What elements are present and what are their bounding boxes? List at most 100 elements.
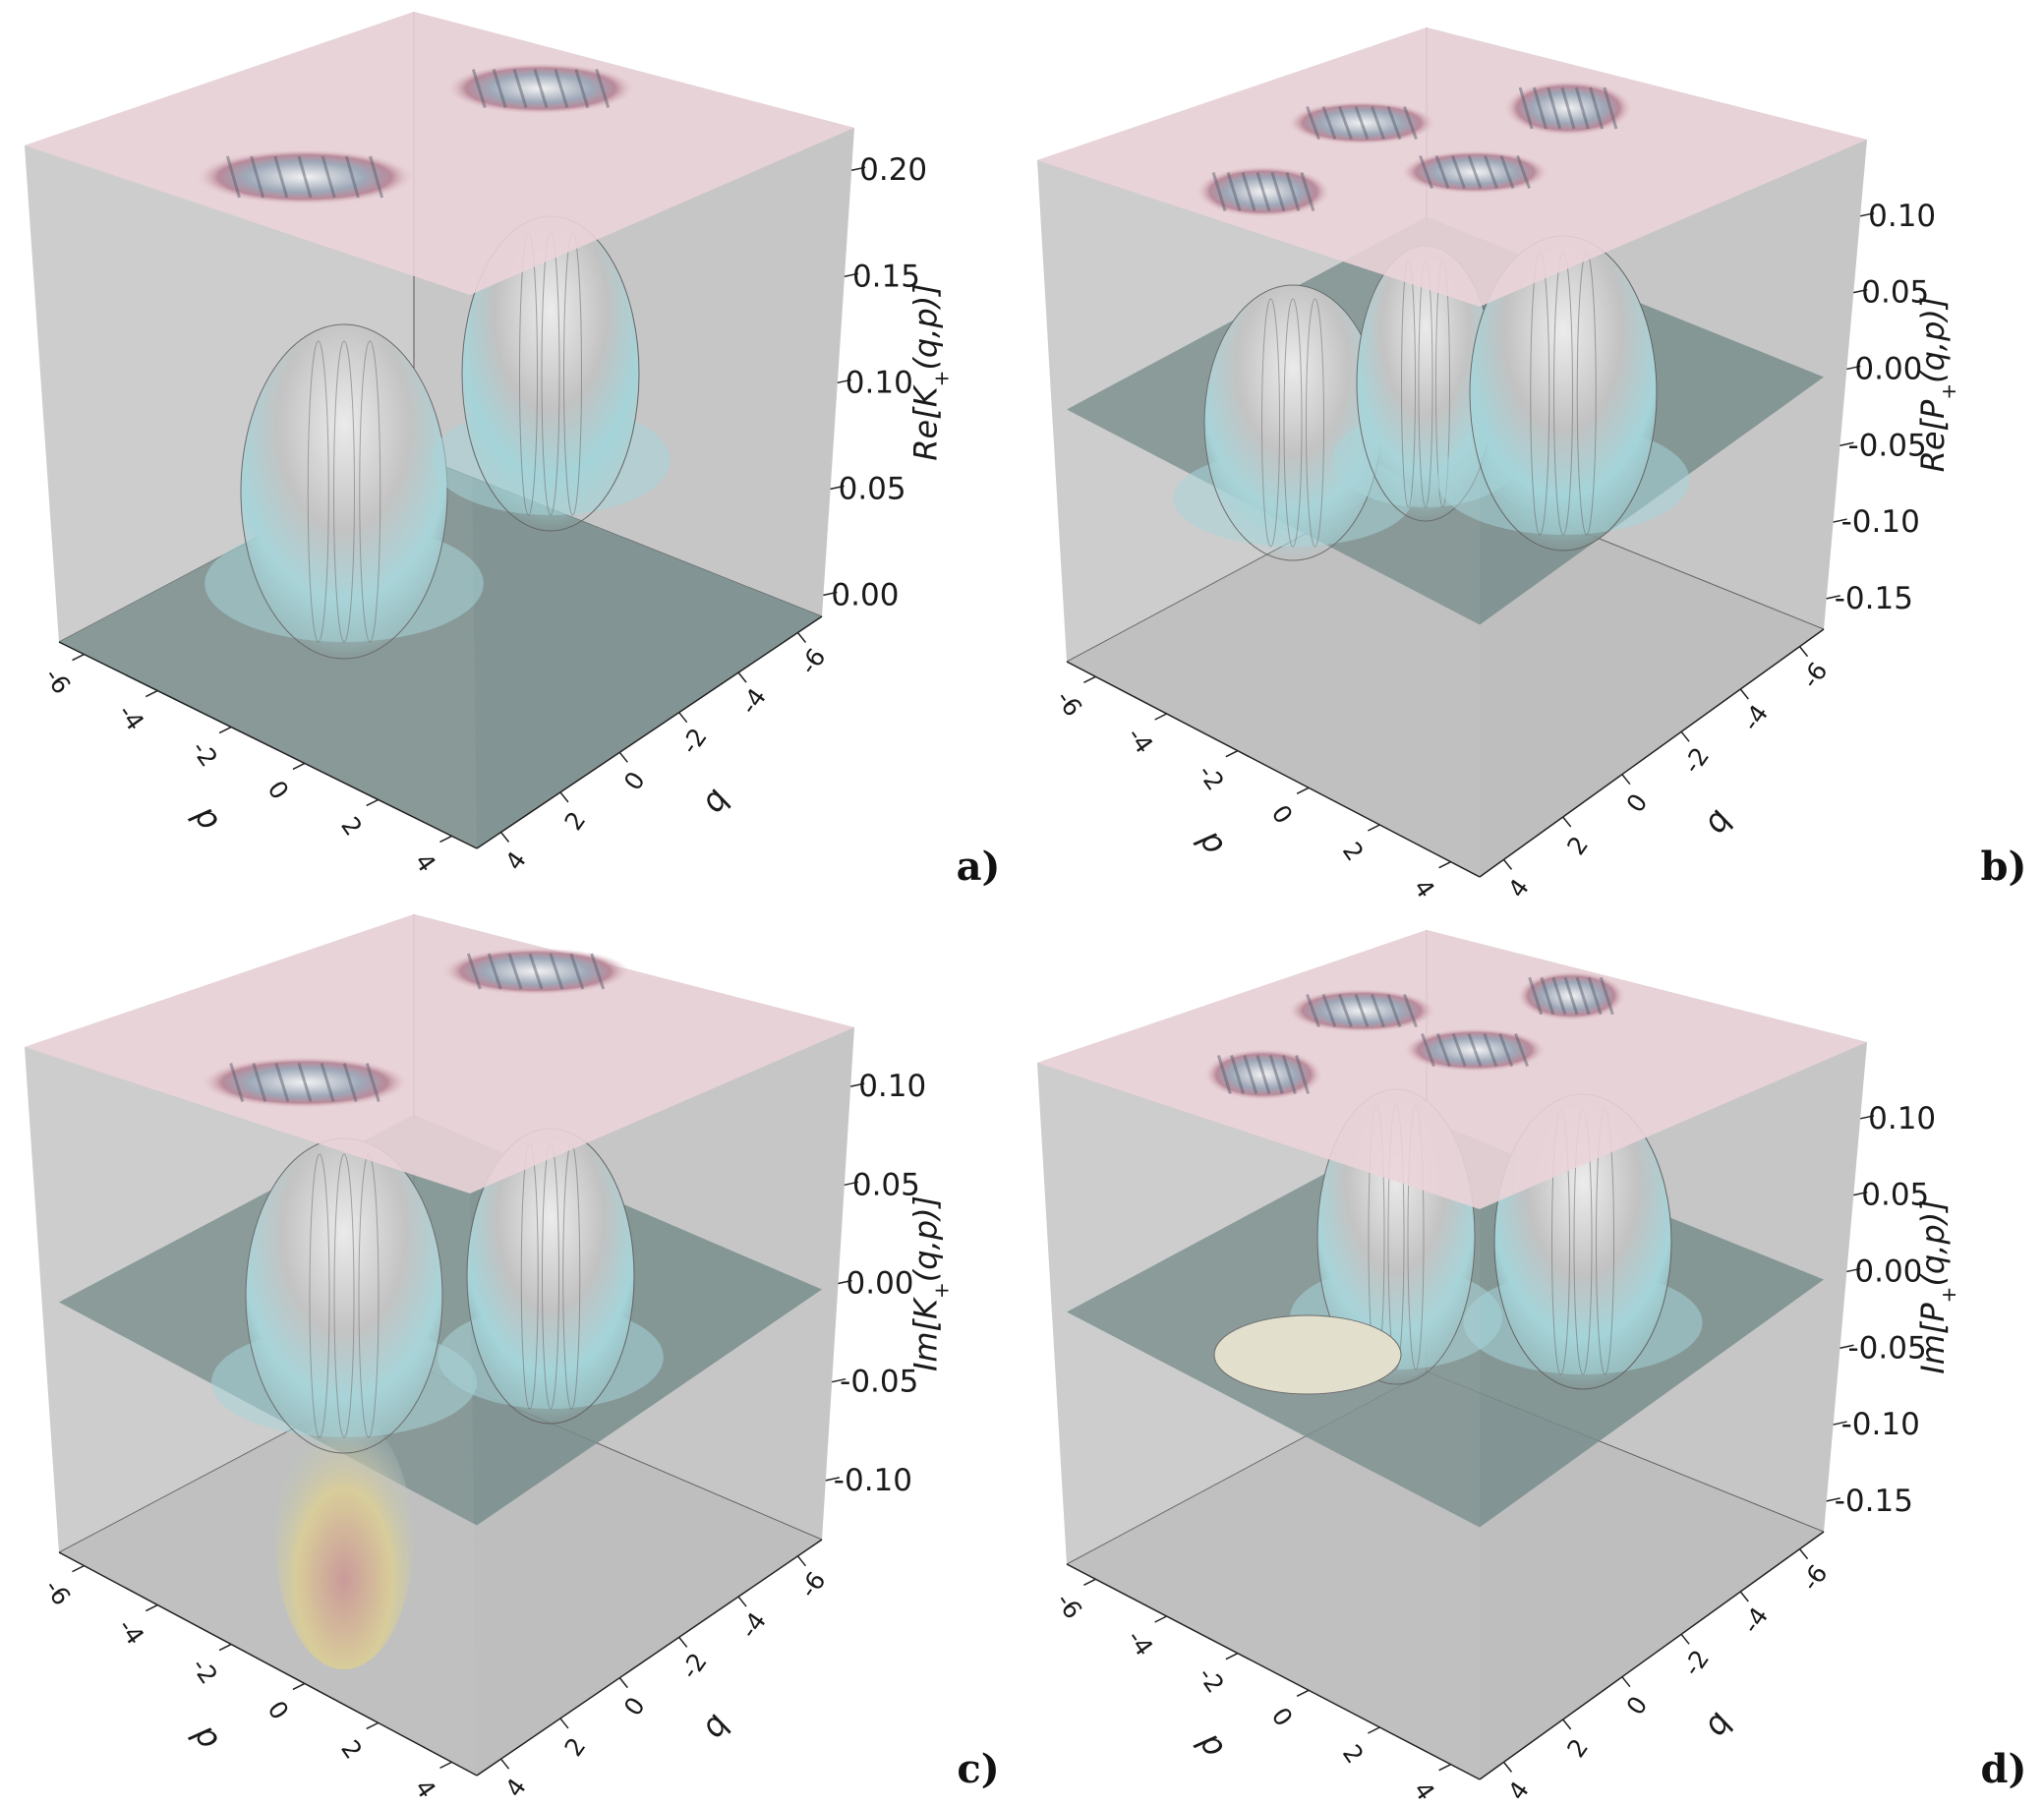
top-contour-fringe [1560,87,1576,130]
top-projection-plane [25,914,854,1194]
p-tick-mark [72,1564,85,1573]
box-floor [59,1365,822,1776]
q-tick-mark [737,671,747,683]
p-tick-mark [366,798,380,807]
z-tick-mark [1859,1115,1875,1120]
q-tick-mark [618,1677,628,1689]
top-contour-fringe [1386,993,1402,1028]
surface-ridge [1283,298,1303,548]
top-contour-fringe [1467,1032,1483,1068]
z-tick-label: -0.10 [1841,1407,1920,1442]
top-contour-fringe [1211,172,1227,211]
top-contour-fringe [1338,105,1353,141]
z-tick-label: -0.05 [1848,1330,1927,1366]
q-axis-label: q [1695,1704,1738,1743]
q-tick-mark [1798,1548,1809,1560]
top-contour-fringe [229,1063,245,1102]
q-tick-mark [559,791,569,803]
top-contour-fringe [1241,172,1256,211]
z-tick-mark [1853,1191,1868,1196]
top-contour-fringe [344,155,360,199]
q-tick-label: 4 [499,846,532,876]
top-contour-fringe [1371,105,1385,141]
q-tick-label: -4 [1736,1602,1774,1639]
q-tick-mark [796,1555,807,1567]
p-tick-label: 2 [335,812,368,842]
p-tick-mark [218,1643,232,1652]
top-contour-fringe [1563,976,1579,1016]
top-contour-fringe [590,953,606,990]
q-tick-label: 0 [1620,788,1653,818]
p-axis-label: p [186,797,230,837]
surface-peak [240,323,448,660]
top-contour-fringe [1243,1055,1258,1094]
top-contour-fringe [297,155,313,199]
q-tick-label: -2 [675,723,713,759]
surface-ridge [333,340,355,643]
z-tick-label: 0.10 [858,1069,926,1104]
z-axis-label: Im[K+(q,p)] [907,1195,954,1371]
surface-ridge [1261,298,1280,548]
p-axis-label: p [1192,821,1236,860]
p-tick-label: 2 [335,1735,368,1765]
top-contour-fringe [1295,1055,1311,1094]
top-contour-fringe [252,1063,267,1102]
p-tick-mark [366,1721,380,1730]
z-tick-mark [1826,1497,1840,1502]
p-axis-label: p [1192,1723,1236,1763]
top-contour-fringe [1451,1032,1467,1068]
q-tick-mark [678,712,688,724]
q-tick-mark [1621,774,1631,786]
z-tick-label: 0.05 [839,471,906,506]
top-contour-fringe [1574,87,1590,130]
z-tick-mark [1840,1344,1854,1349]
z-axis-label: Re[K+(q,p)] [907,283,954,460]
top-contour-fringe [1483,1032,1498,1068]
q-tick-label: -2 [675,1648,713,1684]
q-axis-label: q [692,1706,735,1745]
z-tick-label: 0.05 [1861,1178,1929,1213]
top-contour-fringe [533,69,549,108]
p-tick-mark [439,1761,452,1770]
box-front-left-face [25,1047,477,1776]
box-front-right-face [470,128,854,848]
top-contour-fringe [1419,154,1433,190]
top-contour-fringe [1216,1055,1232,1094]
q-tick-label: 0 [1620,1691,1653,1720]
top-contour-fringe [1540,976,1555,1016]
p-tick-label: 0 [262,1696,294,1725]
z-tick-mark [1846,1267,1861,1273]
p-tick-mark [292,1682,306,1691]
top-contour-fringe [466,953,482,990]
p-tick-label: 2 [1337,1739,1370,1769]
q-axis-line [1479,1531,1825,1780]
p-tick-mark [1154,1615,1167,1623]
z-tick-label: 0.00 [1854,1253,1922,1289]
q-tick-label: -6 [1796,1559,1834,1596]
q-tick-mark [1502,1761,1513,1773]
top-contour-fringe [1599,976,1614,1016]
z-tick-label: -0.05 [840,1365,918,1400]
z-tick-mark [844,272,859,277]
q-tick-mark [499,1758,510,1770]
top-contour-fringe [1516,154,1531,190]
p-axis-line [1066,1563,1481,1780]
top-contour-fringe [1354,105,1370,141]
q-axis-label: q [692,781,735,820]
z-tick-label: 0.05 [1861,275,1929,311]
p-tick-label: 4 [1408,1777,1440,1806]
top-contour-fringe [1518,87,1534,130]
top-contour-fringe [574,69,590,108]
q-tick-label: -4 [734,683,772,720]
top-contour-fringe [1306,105,1320,141]
surface-ridge [359,340,381,643]
box-floor [1067,1371,1824,1779]
p-tick-label: -2 [1193,1661,1230,1698]
z-tick-label: 0.20 [859,152,927,188]
p-tick-mark [439,835,452,844]
q-tick-mark [1621,1676,1631,1688]
surface-ridge [307,340,329,643]
top-contour-fringe [1300,172,1315,211]
z-tick-mark [825,1477,840,1482]
